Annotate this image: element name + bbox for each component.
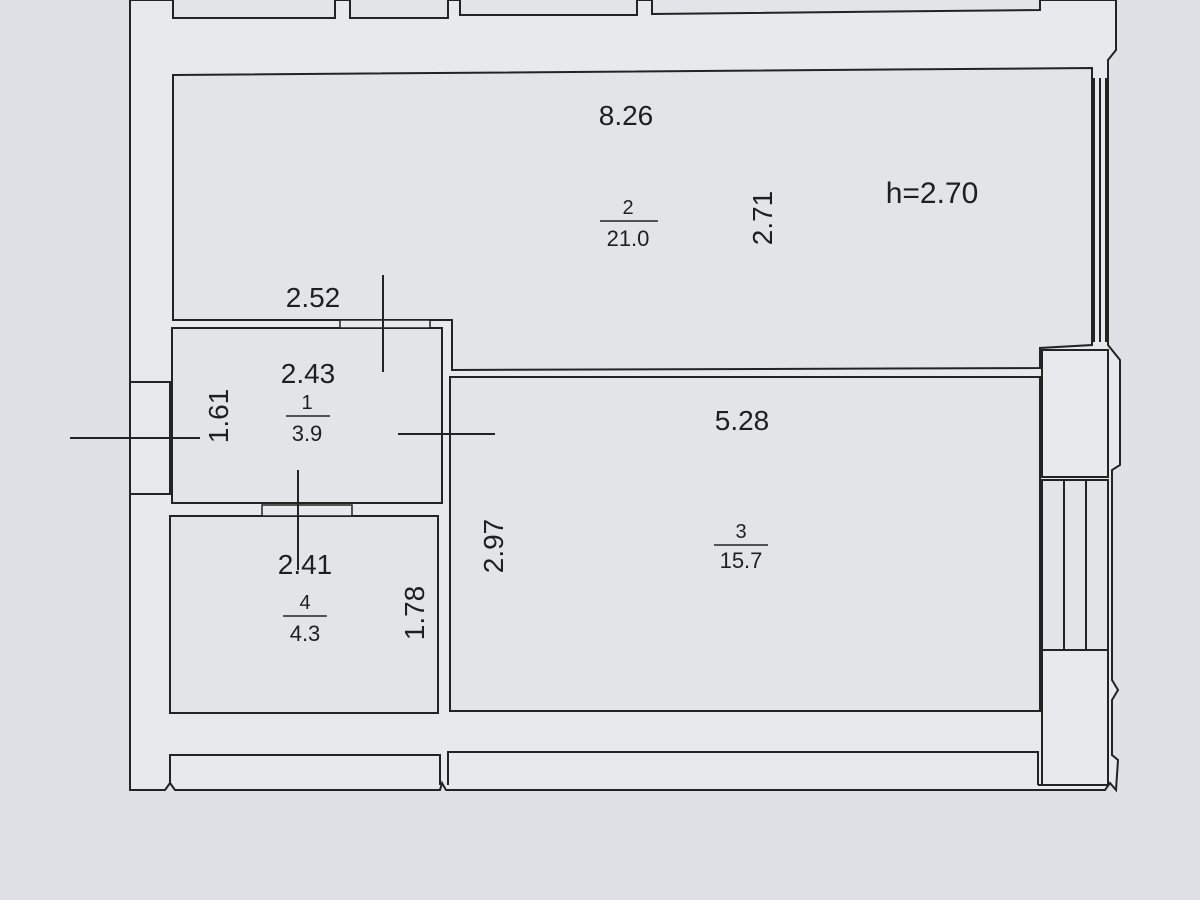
room-4-number: 4	[299, 592, 310, 614]
room-1-area: 3.9	[292, 421, 323, 446]
room-4-length: 1.78	[399, 586, 430, 641]
room-3-number: 3	[735, 521, 746, 543]
room-3-width: 5.28	[715, 405, 770, 436]
room-1-width: 2.43	[281, 358, 336, 389]
room-2-area: 21.0	[607, 226, 650, 251]
room-2-number: 2	[622, 197, 633, 219]
ceiling-height: h=2.70	[886, 177, 979, 210]
room-2-length: 2.71	[747, 191, 778, 246]
corridor-width: 2.52	[286, 282, 341, 313]
window-right-bottom	[1041, 479, 1109, 651]
right-wall-pier	[1041, 349, 1109, 786]
window-right-top	[1093, 78, 1107, 342]
room-1-door-gap	[339, 319, 431, 329]
room-1-length: 1.61	[203, 389, 234, 444]
room-4-door-gap	[261, 504, 353, 517]
room-1-number: 1	[301, 392, 312, 414]
room-4-width: 2.41	[278, 549, 333, 580]
section-markers	[70, 275, 495, 570]
room-4-area: 4.3	[290, 621, 321, 646]
room-3-length: 2.97	[478, 519, 509, 574]
room-3-area: 15.7	[720, 548, 763, 573]
room-2-width: 8.26	[599, 100, 654, 131]
room-2-outline	[172, 66, 1093, 372]
room-4-outline	[169, 515, 439, 714]
adjacent-top-cells	[172, 0, 1041, 19]
room-3-outline	[449, 376, 1041, 712]
